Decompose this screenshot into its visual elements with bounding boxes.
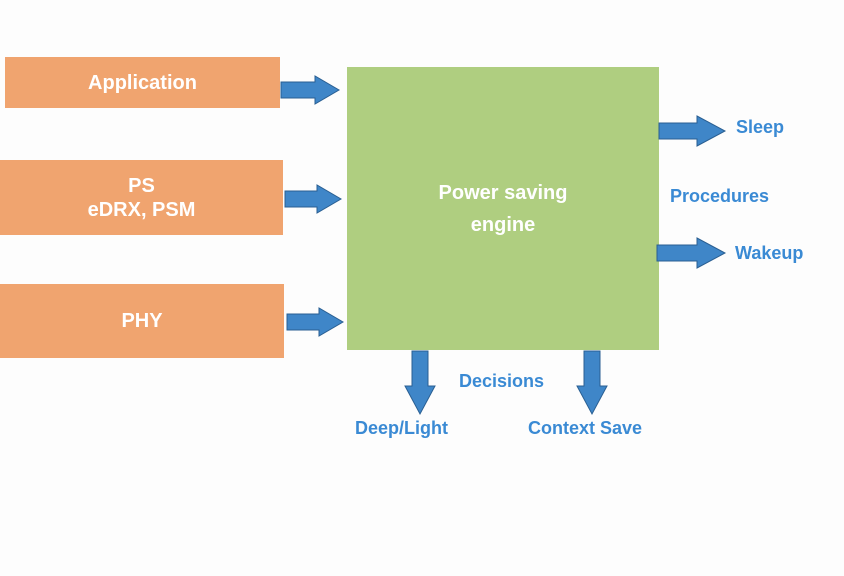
context-save-label: Context Save <box>528 418 643 438</box>
application-input-arrow <box>280 75 340 105</box>
wakeup-label: Wakeup <box>735 243 804 263</box>
phy-box: PHY <box>0 284 284 358</box>
phy-input-arrow <box>286 307 344 337</box>
sleep-label: Sleep <box>736 117 785 137</box>
procedures-label: Procedures <box>670 186 770 206</box>
wakeup-output-arrow <box>656 237 727 269</box>
engine-label-line1: Power saving <box>438 181 568 204</box>
deep-light-label: Deep/Light <box>355 418 448 438</box>
engine-label-line2: engine <box>470 213 536 236</box>
deep-light-output-arrow <box>404 350 436 416</box>
power-saving-engine-box: Power saving engine <box>347 67 659 350</box>
phy-label: PHY <box>121 310 163 332</box>
ps-input-arrow <box>284 184 342 214</box>
application-label: Application <box>88 71 197 94</box>
application-box: Application <box>5 57 280 108</box>
ps-box: PS eDRX, PSM <box>0 160 283 235</box>
ps-label-line2: eDRX, PSM <box>87 198 196 221</box>
decisions-label: Decisions <box>459 371 545 391</box>
context-save-output-arrow <box>576 350 608 416</box>
sleep-output-arrow <box>658 115 727 147</box>
ps-label-line1: PS <box>128 174 155 197</box>
